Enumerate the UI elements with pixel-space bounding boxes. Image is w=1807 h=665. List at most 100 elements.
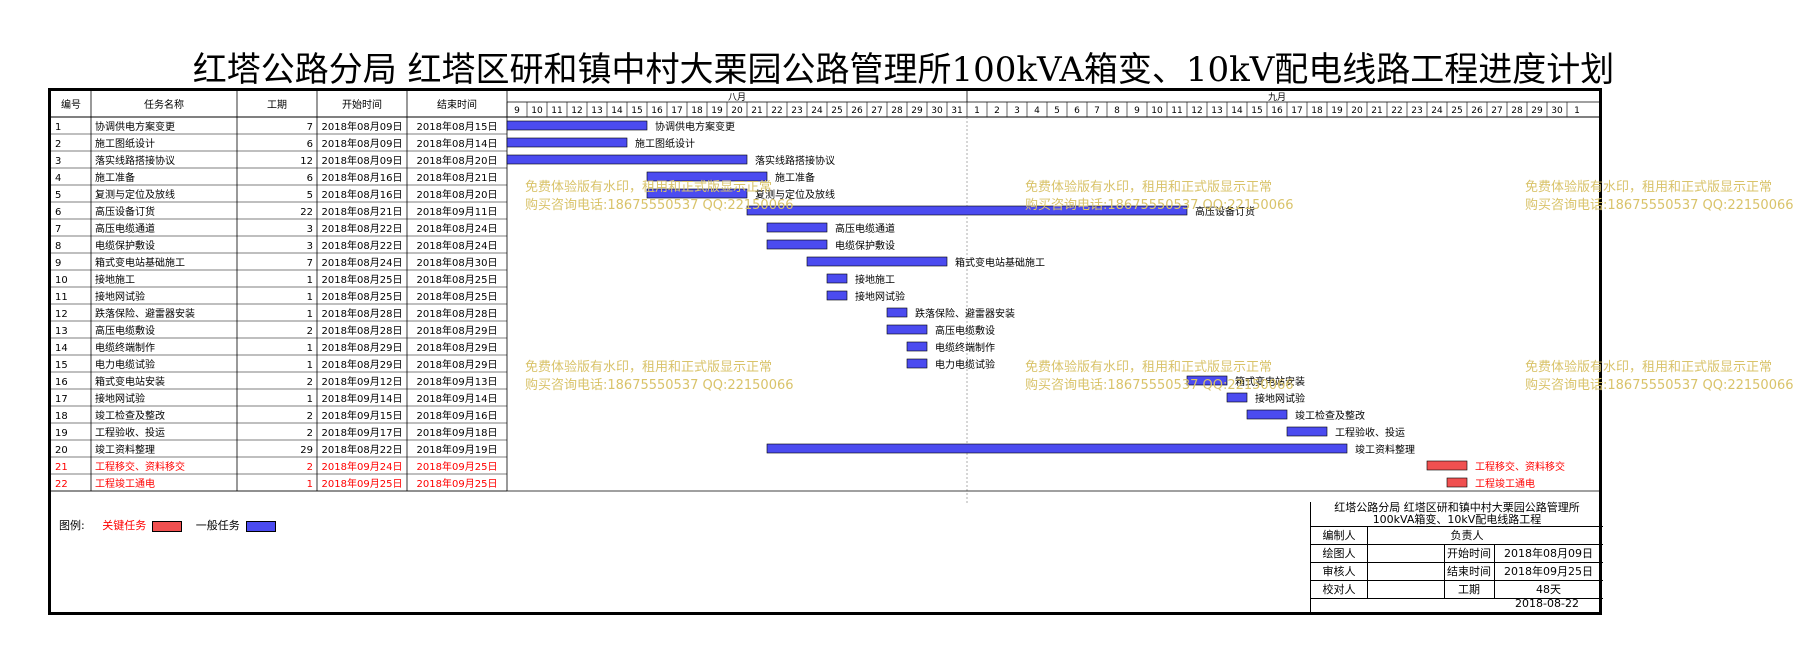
day-label-0-13: 22 xyxy=(771,106,782,116)
task-name: 接地网试验 xyxy=(95,392,145,405)
day-label-1-18: 19 xyxy=(1331,106,1343,116)
day-label-1-17: 18 xyxy=(1311,106,1323,116)
task-name: 施工图纸设计 xyxy=(95,137,155,150)
gantt-bar-label: 电力电缆试验 xyxy=(935,358,995,371)
task-start: 2018年09月17日 xyxy=(322,426,403,439)
gantt-bar xyxy=(1446,477,1468,488)
legend: 图例: 关键任务 一般任务 xyxy=(59,517,286,533)
task-name: 高压电缆通道 xyxy=(95,222,155,235)
day-label-0-22: 31 xyxy=(951,106,962,116)
info-row-1: 编制人 负责人 xyxy=(1311,527,1603,545)
task-end: 2018年08月20日 xyxy=(417,188,498,201)
task-id: 7 xyxy=(55,224,61,235)
info-label-manager: 负责人 xyxy=(1450,529,1484,542)
gantt-bar xyxy=(766,222,828,233)
info-end-date: 2018年09月25日 xyxy=(1504,565,1593,578)
day-label-1-0: 1 xyxy=(974,106,980,116)
task-id: 3 xyxy=(55,156,61,167)
task-duration: 2 xyxy=(307,411,313,422)
day-label-0-17: 26 xyxy=(851,106,863,116)
gantt-bar xyxy=(906,358,928,369)
task-id: 6 xyxy=(55,207,61,218)
task-end: 2018年08月21日 xyxy=(417,171,498,184)
task-duration: 22 xyxy=(300,207,313,218)
gantt-bar xyxy=(766,443,1348,454)
legend-normal-label: 一般任务 xyxy=(195,519,240,532)
task-start: 2018年08月22日 xyxy=(322,222,403,235)
task-name: 协调供电方案变更 xyxy=(95,120,175,133)
info-label-drafter: 绘图人 xyxy=(1322,547,1356,560)
task-start: 2018年08月29日 xyxy=(322,358,403,371)
day-label-0-12: 21 xyxy=(751,106,762,116)
legend-label: 图例: xyxy=(59,519,85,532)
task-start: 2018年08月22日 xyxy=(322,443,403,456)
day-label-1-22: 23 xyxy=(1411,106,1422,116)
task-name: 电缆保护敷设 xyxy=(95,239,155,252)
task-end: 2018年09月13日 xyxy=(417,375,498,388)
task-id: 18 xyxy=(55,411,68,422)
month-label-1: 九月 xyxy=(1268,92,1286,103)
task-id: 8 xyxy=(55,241,61,252)
day-label-1-7: 8 xyxy=(1114,106,1120,116)
task-id: 13 xyxy=(55,326,68,337)
task-duration: 5 xyxy=(307,190,313,201)
day-label-1-21: 22 xyxy=(1391,106,1402,116)
gantt-bar-label: 施工准备 xyxy=(775,171,815,184)
task-duration: 12 xyxy=(300,156,313,167)
task-end: 2018年08月14日 xyxy=(417,137,498,150)
task-duration: 1 xyxy=(307,292,313,303)
task-start: 2018年08月25日 xyxy=(322,290,403,303)
gantt-bar-label: 竣工资料整理 xyxy=(1355,443,1415,456)
task-start: 2018年08月09日 xyxy=(322,137,403,150)
task-id: 4 xyxy=(55,173,61,184)
info-row-4: 校对人 工期 48天 xyxy=(1311,581,1603,599)
info-duration: 48天 xyxy=(1536,583,1561,596)
gantt-bar xyxy=(506,137,628,148)
task-end: 2018年09月16日 xyxy=(417,409,498,422)
task-end: 2018年08月24日 xyxy=(417,239,498,252)
day-label-0-16: 25 xyxy=(831,106,842,116)
task-duration: 2 xyxy=(307,428,313,439)
day-label-1-12: 13 xyxy=(1211,106,1222,116)
gantt-bar-label: 接地网试验 xyxy=(1255,392,1305,405)
day-label-0-0: 9 xyxy=(514,106,520,116)
task-duration: 1 xyxy=(307,479,313,490)
day-label-1-14: 15 xyxy=(1251,106,1262,116)
day-label-1-29: 30 xyxy=(1551,106,1563,116)
day-label-0-18: 27 xyxy=(871,106,882,116)
info-caption-line2: 100kVA箱变、10kV配电线路工程 xyxy=(1372,513,1542,526)
day-label-0-14: 23 xyxy=(791,106,802,116)
info-label-compiler: 编制人 xyxy=(1322,529,1356,542)
info-label-reviewer: 审核人 xyxy=(1322,565,1356,578)
gantt-bar xyxy=(646,188,748,199)
day-label-0-11: 20 xyxy=(731,106,743,116)
task-duration: 1 xyxy=(307,275,313,286)
info-row-2: 绘图人 开始时间 2018年08月09日 xyxy=(1311,545,1603,563)
task-id: 14 xyxy=(55,343,68,354)
task-id: 19 xyxy=(55,428,68,439)
gantt-bar-label: 接地施工 xyxy=(855,273,895,286)
task-name: 接地网试验 xyxy=(95,290,145,303)
gantt-bar-label: 工程竣工通电 xyxy=(1475,477,1535,490)
task-start: 2018年09月25日 xyxy=(322,477,403,490)
column-header-2: 工期 xyxy=(267,99,287,111)
task-start: 2018年08月16日 xyxy=(322,188,403,201)
gantt-bar-label: 竣工检查及整改 xyxy=(1295,409,1365,422)
gantt-bar xyxy=(746,205,1188,216)
task-start: 2018年08月25日 xyxy=(322,273,403,286)
task-end: 2018年09月25日 xyxy=(417,460,498,473)
info-caption: 红塔公路分局 红塔区研和镇中村大栗园公路管理所 100kVA箱变、10kV配电线… xyxy=(1311,502,1603,527)
day-label-1-27: 28 xyxy=(1511,106,1523,116)
task-duration: 2 xyxy=(307,462,313,473)
task-end: 2018年09月18日 xyxy=(417,426,498,439)
task-name: 竣工检查及整改 xyxy=(95,409,165,422)
gantt-bar-label: 复测与定位及放线 xyxy=(755,188,835,201)
task-duration: 1 xyxy=(307,343,313,354)
day-label-0-21: 30 xyxy=(931,106,943,116)
day-label-1-16: 17 xyxy=(1291,106,1302,116)
task-name: 工程移交、资料移交 xyxy=(95,460,185,473)
day-label-1-26: 27 xyxy=(1491,106,1502,116)
gantt-bar xyxy=(506,154,748,165)
task-duration: 3 xyxy=(307,241,313,252)
gantt-bar-label: 协调供电方案变更 xyxy=(655,120,735,133)
